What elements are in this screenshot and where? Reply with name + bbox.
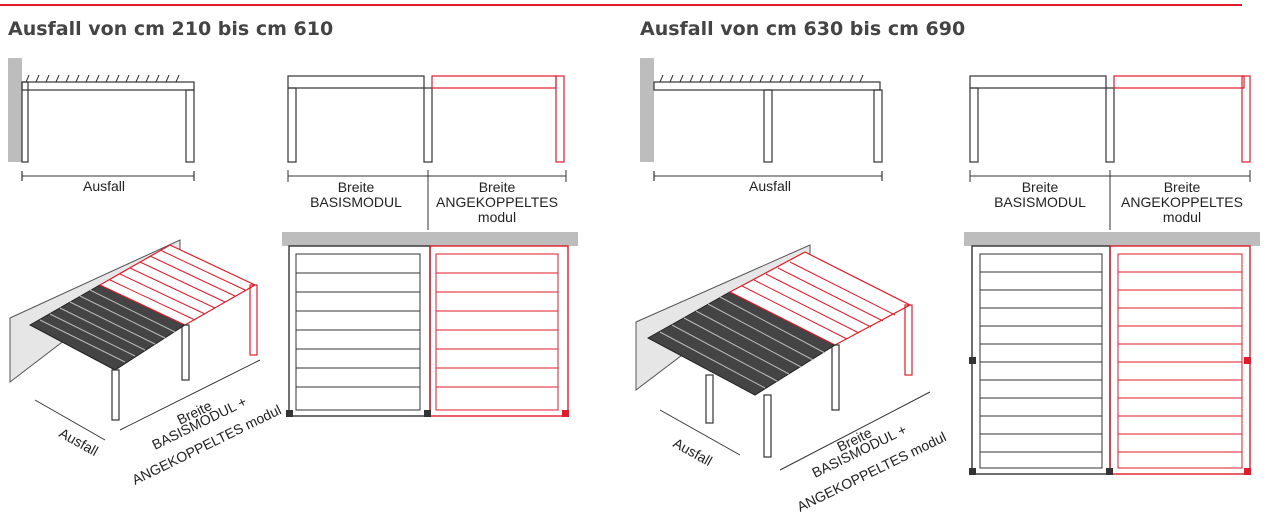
front-base-label-1: Breite — [338, 179, 375, 195]
louver-teeth — [659, 74, 864, 83]
iso-width-dimension — [779, 391, 931, 471]
front-coupled-label-1: Breite — [1164, 179, 1201, 195]
plan-coupled-frame — [429, 245, 569, 417]
iso-base-slats — [659, 296, 826, 389]
front-base-post-left — [287, 87, 297, 163]
panel-2-side-view: Ausfall — [640, 58, 883, 194]
louver-teeth — [25, 74, 180, 83]
side-mid-post — [763, 89, 773, 163]
plan-base-frame — [288, 245, 431, 417]
plan-coupled-inner — [435, 253, 559, 411]
plan-post-marker — [424, 410, 431, 417]
panel-1-iso-view: Ausfall Breite BASISMODUL + ANGEKOPPELTE… — [9, 239, 284, 488]
plan-base-slats — [980, 271, 1102, 453]
iso-coupled-slats — [109, 249, 246, 321]
iso-coupled-slats — [741, 261, 896, 340]
front-base-label-2: BASISMODUL — [994, 194, 1086, 210]
side-left-bracket — [21, 81, 29, 163]
plan-post-marker — [969, 357, 976, 364]
plan-coupled-inner — [1117, 253, 1243, 469]
front-coupled-post — [1241, 75, 1251, 163]
plan-base-frame — [971, 245, 1111, 475]
iso-depth-label: Ausfall — [57, 425, 102, 459]
iso-width-dimension — [119, 359, 261, 431]
plan-base-inner — [295, 253, 421, 411]
iso-posts — [705, 344, 840, 458]
panel-2-title: Ausfall von cm 630 bis cm 690 — [640, 18, 966, 40]
front-coupled-label-1: Breite — [479, 179, 516, 195]
plan-coupled-slats — [1118, 271, 1242, 453]
panel-2-iso-view: Ausfall Breite BASISMODUL + ANGEKOPPELTE… — [635, 244, 949, 515]
plan-post-marker — [969, 468, 976, 475]
plan-post-marker — [562, 410, 569, 417]
side-beam — [21, 81, 195, 91]
side-post — [873, 89, 883, 163]
front-coupled-label-2: ANGEKOPPELTES — [1121, 194, 1243, 210]
panel-1-front-elevation: Breite BASISMODUL Breite ANGEKOPPELTES m… — [287, 75, 567, 230]
plan-coupled-frame — [1109, 245, 1251, 475]
plan-base-slats — [296, 272, 420, 388]
front-coupled-post — [555, 75, 565, 163]
plan-post-marker — [1244, 468, 1251, 475]
plan-post-marker — [1244, 357, 1251, 364]
wall-rect — [640, 58, 654, 162]
front-coupled-label-2: ANGEKOPPELTES — [436, 194, 558, 210]
plan-post-marker — [286, 410, 293, 417]
top-divider-line — [0, 4, 1242, 6]
side-ausfall-label: Ausfall — [749, 178, 791, 194]
iso-coupled-post — [249, 284, 258, 356]
front-coupled-beam — [1113, 75, 1245, 89]
front-base-label-2: BASISMODUL — [310, 194, 402, 210]
side-post — [185, 89, 195, 163]
plan-wall — [964, 232, 1260, 246]
panel-1-plan-view — [282, 232, 578, 417]
front-base-post-right — [423, 87, 433, 163]
front-base-post-left — [969, 87, 979, 163]
panel-1-title: Ausfall von cm 210 bis cm 610 — [8, 18, 334, 40]
iso-depth-label: Ausfall — [671, 435, 716, 469]
plan-coupled-slats — [436, 272, 558, 388]
plan-post-marker — [1106, 468, 1113, 475]
iso-depth-dimension — [659, 409, 741, 456]
front-base-beam — [969, 75, 1107, 89]
iso-depth-dimension — [34, 399, 106, 441]
iso-posts — [111, 324, 190, 421]
side-ausfall-label: Ausfall — [83, 178, 125, 194]
plan-base-inner — [979, 253, 1103, 469]
front-base-post-right — [1105, 87, 1115, 163]
side-beam — [653, 81, 881, 91]
front-coupled-beam — [431, 75, 557, 89]
panel-2-front-elevation: Breite BASISMODUL Breite ANGEKOPPELTES m… — [969, 75, 1251, 230]
panel-2-plan-view — [964, 232, 1260, 475]
front-coupled-label-3: modul — [478, 209, 516, 225]
wall-rect — [8, 58, 22, 162]
iso-coupled-post — [904, 304, 913, 376]
front-base-label-1: Breite — [1022, 179, 1059, 195]
front-coupled-label-3: modul — [1163, 209, 1201, 225]
plan-wall — [282, 232, 578, 246]
front-base-beam — [287, 75, 425, 89]
panel-1-side-view: Ausfall — [8, 58, 195, 194]
iso-base-slats — [39, 289, 176, 363]
